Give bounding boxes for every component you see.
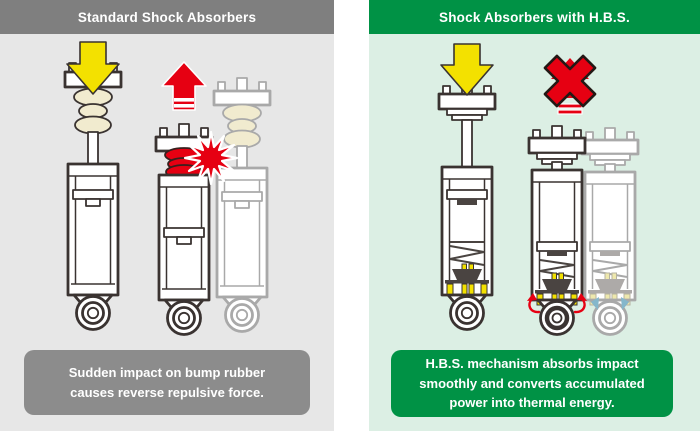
hbs-mechanism xyxy=(452,269,482,280)
standard-shock-illustration xyxy=(63,41,272,336)
hbs-absorber-compressed xyxy=(527,125,587,336)
panel-title-hbs: Shock Absorbers with H.B.S. xyxy=(369,0,700,34)
hbs-absorber-extended xyxy=(437,81,497,331)
piston-rod xyxy=(87,131,99,167)
top-mount xyxy=(212,89,272,107)
hbs-mechanism xyxy=(542,279,572,290)
hbs-shock-illustration xyxy=(437,43,640,336)
top-mount xyxy=(437,92,497,111)
cylinder-body xyxy=(66,162,120,297)
impact-down-arrow-icon xyxy=(66,41,120,95)
panel-standard: Standard Shock Absorbers Sudden impact o… xyxy=(0,0,334,431)
hbs-mechanism xyxy=(595,279,625,290)
no-rebound-icon xyxy=(543,54,597,115)
shock-absorber-extended-ghost xyxy=(212,77,272,333)
cooling-arrows-icon xyxy=(591,297,629,310)
panel-title-standard: Standard Shock Absorbers xyxy=(0,0,334,34)
impact-burst-icon xyxy=(183,130,239,186)
caption-line: Sudden impact on bump rubber xyxy=(68,365,266,380)
shock-absorber-with-bump-rubber xyxy=(63,58,123,331)
caption-hbs: H.B.S. mechanism absorbs impact smoothly… xyxy=(391,350,673,417)
caption-line: causes reverse repulsive force. xyxy=(70,384,264,400)
heat-release-arrows-icon xyxy=(527,293,587,314)
top-mount xyxy=(527,136,587,155)
caption-line: smoothly and converts accumulated xyxy=(419,375,645,391)
hbs-absorber-ghost xyxy=(580,127,640,336)
top-mount xyxy=(580,138,640,156)
caption-line: power into thermal energy. xyxy=(449,395,615,411)
caption-line: H.B.S. mechanism absorbs impact xyxy=(425,356,639,372)
impact-down-arrow-icon xyxy=(440,43,494,96)
rebound-up-arrow-icon xyxy=(161,61,207,111)
caption-standard: Sudden impact on bump rubber causes reve… xyxy=(24,350,310,415)
